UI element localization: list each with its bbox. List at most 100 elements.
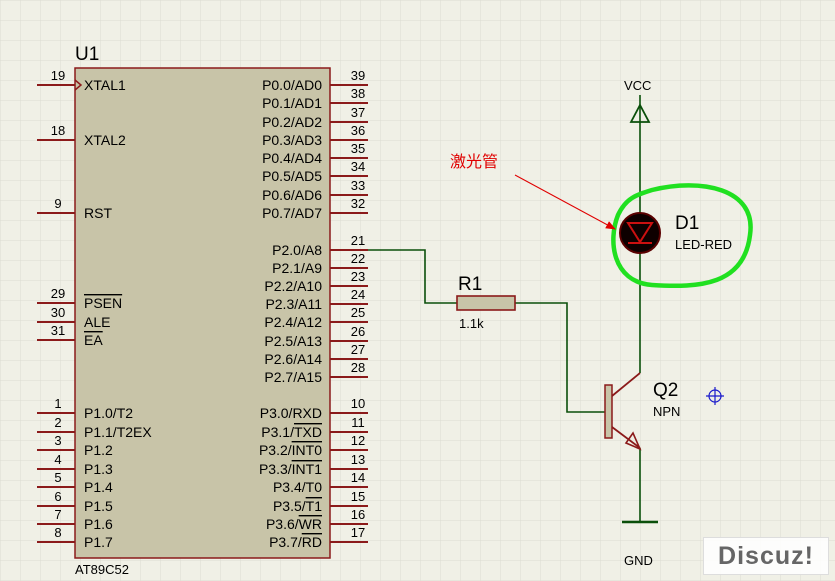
pin-number: 7 (54, 507, 61, 522)
transistor-ref-label: Q2 (653, 380, 678, 401)
pin-number: 19 (51, 68, 65, 83)
pin-number: 13 (351, 452, 365, 467)
pin-name: P1.0/T2 (84, 405, 133, 421)
pin-number: 9 (54, 196, 61, 211)
pin-name: P3.7/RD (269, 534, 322, 550)
vcc-terminal[interactable]: VCC (624, 78, 651, 123)
pin-number: 15 (351, 489, 365, 504)
pin-name-prefix: P3.6/ (266, 516, 299, 532)
pin-name: P2.1/A9 (272, 260, 322, 276)
chip-pin-left[interactable]: 3P1.2 (37, 433, 113, 458)
d1-diode[interactable]: D1 LED-RED (611, 183, 753, 289)
pin-name: P2.2/A10 (264, 278, 322, 294)
pin-number: 34 (351, 159, 365, 174)
pin-name: P2.5/A13 (264, 333, 322, 349)
vcc-label: VCC (624, 78, 651, 93)
cursor-crosshair-icon (706, 387, 724, 405)
pin-number: 33 (351, 178, 365, 193)
pin-name: P0.1/AD1 (262, 95, 322, 111)
annotation-text: 激光管 (450, 152, 498, 171)
laser-annotation: 激光管 (450, 152, 616, 230)
chip-pin-left[interactable]: 4P1.3 (37, 452, 113, 477)
pin-name: P0.6/AD6 (262, 187, 322, 203)
pin-number: 29 (51, 286, 65, 301)
pin-number: 30 (51, 305, 65, 320)
highlight-circle (611, 183, 753, 289)
pin-number: 38 (351, 86, 365, 101)
pin-number: 28 (351, 360, 365, 375)
pin-number: 36 (351, 123, 365, 138)
pin-name: P1.1/T2EX (84, 424, 152, 440)
diode-ref-label: D1 (675, 213, 699, 234)
pin-number: 18 (51, 123, 65, 138)
chip-pin-left[interactable]: 7P1.6 (37, 507, 113, 532)
u1-microcontroller[interactable]: U1 AT89C52 19XTAL118XTAL29RST29PSEN30ALE… (37, 44, 368, 577)
pin-number: 22 (351, 251, 365, 266)
chip-pin-left[interactable]: 2P1.1/T2EX (37, 415, 152, 440)
pin-name-prefix: P3.7/ (269, 534, 302, 550)
pin-number: 11 (351, 415, 365, 430)
pin-name: P2.0/A8 (272, 242, 322, 258)
transistor-emitter (611, 426, 641, 449)
chip-pin-left[interactable]: 5P1.4 (37, 470, 113, 495)
pin-number: 31 (51, 323, 65, 338)
chip-pin-left[interactable]: 8P1.7 (37, 525, 113, 550)
pin-number: 17 (351, 525, 365, 540)
pin-name-prefix: P3.3/ (259, 461, 292, 477)
pin-name: P3.2/INT0 (259, 442, 322, 458)
chip-pin-left[interactable]: 6P1.5 (37, 489, 113, 514)
pin-number: 16 (351, 507, 365, 522)
pin-name: P2.4/A12 (264, 314, 322, 330)
pin-number: 27 (351, 342, 365, 357)
gnd-terminal[interactable]: GND (622, 520, 658, 568)
resistor-value-label: 1.1k (459, 316, 484, 331)
pin-number: 23 (351, 269, 365, 284)
pin-name-active-low: TXD (294, 424, 322, 440)
pin-number: 2 (54, 415, 61, 430)
pin-name: PSEN (84, 295, 122, 311)
clock-input-icon (74, 79, 83, 91)
q2-transistor[interactable]: Q2 NPN (604, 372, 680, 451)
transistor-value-label: NPN (653, 404, 680, 419)
pin-name: P0.5/AD5 (262, 168, 322, 184)
r1-resistor[interactable]: R1 1.1k (456, 274, 516, 331)
pin-name-prefix: P3.5/ (273, 498, 306, 514)
pin-name: P3.5/T1 (273, 498, 322, 514)
pin-name: XTAL2 (84, 132, 126, 148)
transistor-collector (611, 372, 641, 397)
resistor-body (456, 295, 516, 311)
pin-name: P3.4/T0 (273, 479, 322, 495)
chip-pin-left[interactable]: 1P1.0/T2 (37, 396, 133, 421)
pin-name-active-low: WR (299, 516, 322, 532)
